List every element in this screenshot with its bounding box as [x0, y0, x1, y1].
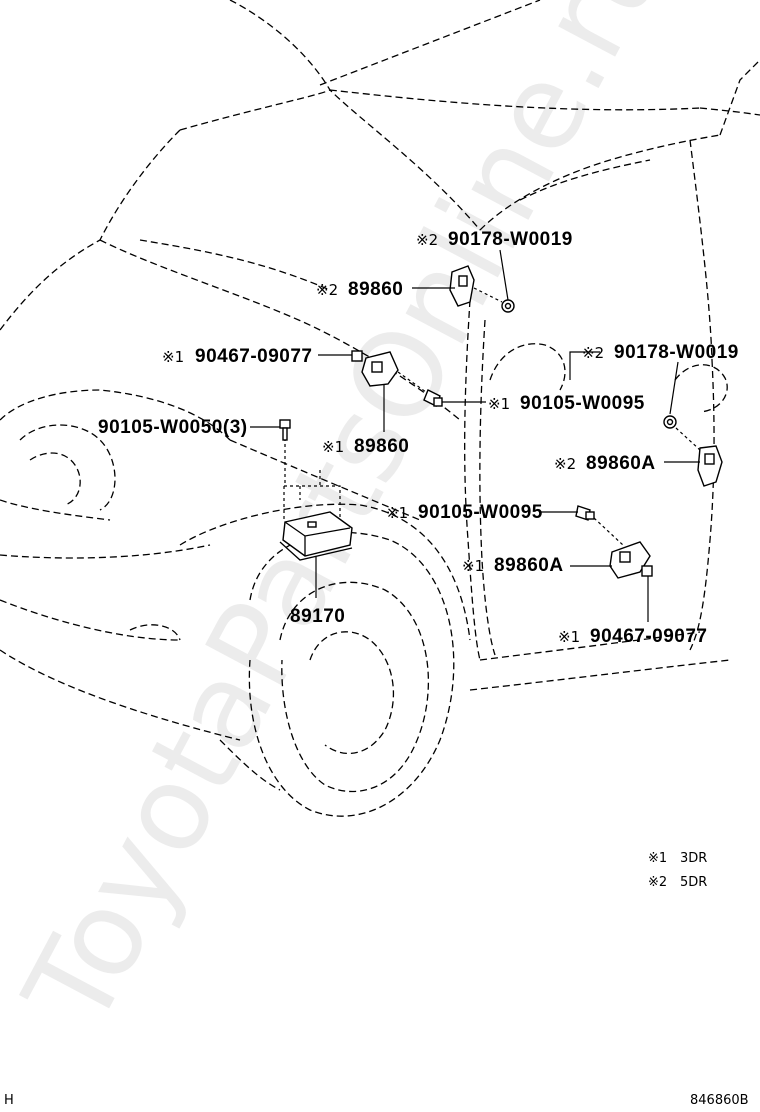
- callout-mark: ※1: [162, 348, 184, 366]
- lower-nut-icon: [641, 565, 653, 577]
- diagram-id: 846860B: [690, 1093, 749, 1108]
- legend-mark: ※1: [648, 851, 667, 866]
- callout-part-number: 90178-W0019: [448, 229, 573, 250]
- top-nut-guide: [473, 287, 503, 303]
- rear-nut-guide: [675, 427, 701, 451]
- pillar-sensor-top: [449, 265, 475, 307]
- left-nut-icon: [351, 350, 363, 362]
- ecu-bolt-icon: [279, 419, 291, 441]
- callout-part-number: 90467-09077: [195, 346, 313, 367]
- airbag-ecu: [279, 511, 353, 561]
- callout-part-number: 89860A: [586, 453, 656, 474]
- callout-sensor-rear[interactable]: ※2 89860A: [554, 453, 656, 474]
- callout-bolt-mid[interactable]: ※1 90105-W0095: [488, 393, 645, 414]
- legend-mark: ※2: [648, 875, 667, 890]
- callout-part-number: 90105-W0095: [520, 393, 645, 414]
- callout-bolt-lower[interactable]: ※1 90105-W0095: [386, 502, 543, 523]
- mid-sensor: [361, 351, 399, 387]
- callout-mark: ※1: [488, 395, 510, 413]
- rear-nut-icon: [663, 415, 677, 429]
- callout-part-number: 89170: [290, 606, 345, 627]
- callout-bolt-top-right[interactable]: ※2 90178-W0019: [416, 229, 573, 250]
- callout-part-number: 89860: [354, 436, 409, 457]
- callout-part-number: 90467-09077: [590, 626, 708, 647]
- footer-code: H: [4, 1093, 14, 1108]
- legend: ※1 3DR ※2 5DR: [648, 851, 707, 890]
- callout-part-number: 90105-W0095: [418, 502, 543, 523]
- callout-mark: ※1: [558, 628, 580, 646]
- legend-text: 5DR: [680, 875, 707, 890]
- callout-nut-lower[interactable]: ※1 90467-09077: [558, 626, 708, 647]
- callout-bolt-ecu[interactable]: 90105-W0050(3): [98, 417, 248, 438]
- callout-bolt-rear[interactable]: ※2 90178-W0019: [582, 342, 739, 363]
- rear-sensor-5dr: [697, 445, 723, 487]
- mid-bolt-icon: [423, 389, 443, 407]
- callout-sensor-lower[interactable]: ※1 89860A: [462, 555, 564, 576]
- callout-mark: ※1: [322, 438, 344, 456]
- callout-nut-left[interactable]: ※1 90467-09077: [162, 346, 313, 367]
- callout-part-number: 89860: [348, 279, 403, 300]
- callout-part-number: 90105-W0050(3): [98, 417, 248, 438]
- callout-ecu[interactable]: 89170: [290, 606, 345, 627]
- callout-mark: ※2: [554, 455, 576, 473]
- callout-part-number: 89860A: [494, 555, 564, 576]
- lower-bolt-guide: [593, 517, 625, 547]
- callout-mark: ※1: [462, 557, 484, 575]
- callout-mark: ※1: [386, 504, 408, 522]
- callout-sensor-mid[interactable]: ※1 89860: [322, 436, 409, 457]
- callout-mark: ※2: [416, 231, 438, 249]
- callout-sensor-pillar-top[interactable]: ※2 89860: [316, 279, 403, 300]
- callout-part-number: 90178-W0019: [614, 342, 739, 363]
- ecu-mount-guide: [283, 470, 341, 520]
- callout-mark: ※2: [582, 344, 604, 362]
- lower-bolt-icon: [575, 505, 595, 521]
- legend-text: 3DR: [680, 851, 707, 866]
- car-outline: [0, 0, 760, 817]
- callout-mark: ※2: [316, 281, 338, 299]
- leader-lines: [250, 249, 700, 622]
- top-nut-icon: [501, 299, 515, 313]
